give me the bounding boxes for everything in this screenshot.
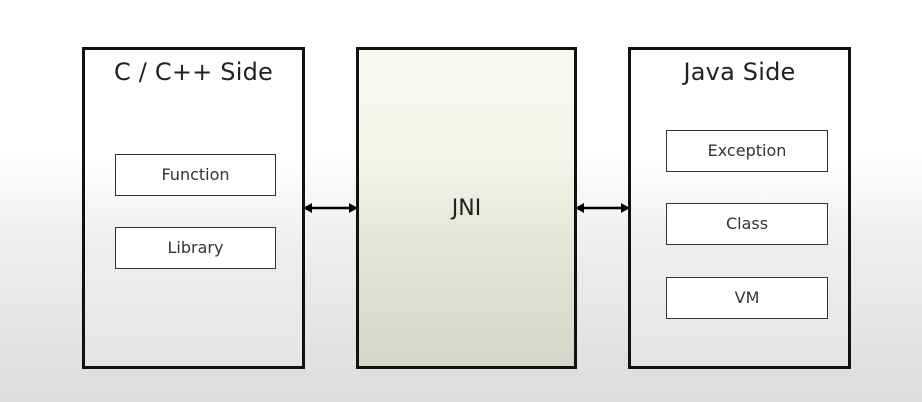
c-cpp-side-title: C / C++ Side (113, 58, 273, 86)
jni-label: JNI (451, 196, 482, 221)
vm-box: VM (666, 277, 828, 319)
java-side-title: Java Side (683, 58, 796, 86)
class-box: Class (666, 203, 828, 245)
exception-box: Exception (666, 130, 828, 172)
java-side-panel: Java Side Exception Class VM (628, 47, 851, 369)
double-arrow-c-to-jni (303, 202, 358, 214)
library-box: Library (115, 227, 276, 269)
jni-panel: JNI (356, 47, 577, 369)
double-arrow-jni-to-java (575, 202, 630, 214)
function-box: Function (115, 154, 276, 196)
c-cpp-side-panel: C / C++ Side Function Library (82, 47, 305, 369)
